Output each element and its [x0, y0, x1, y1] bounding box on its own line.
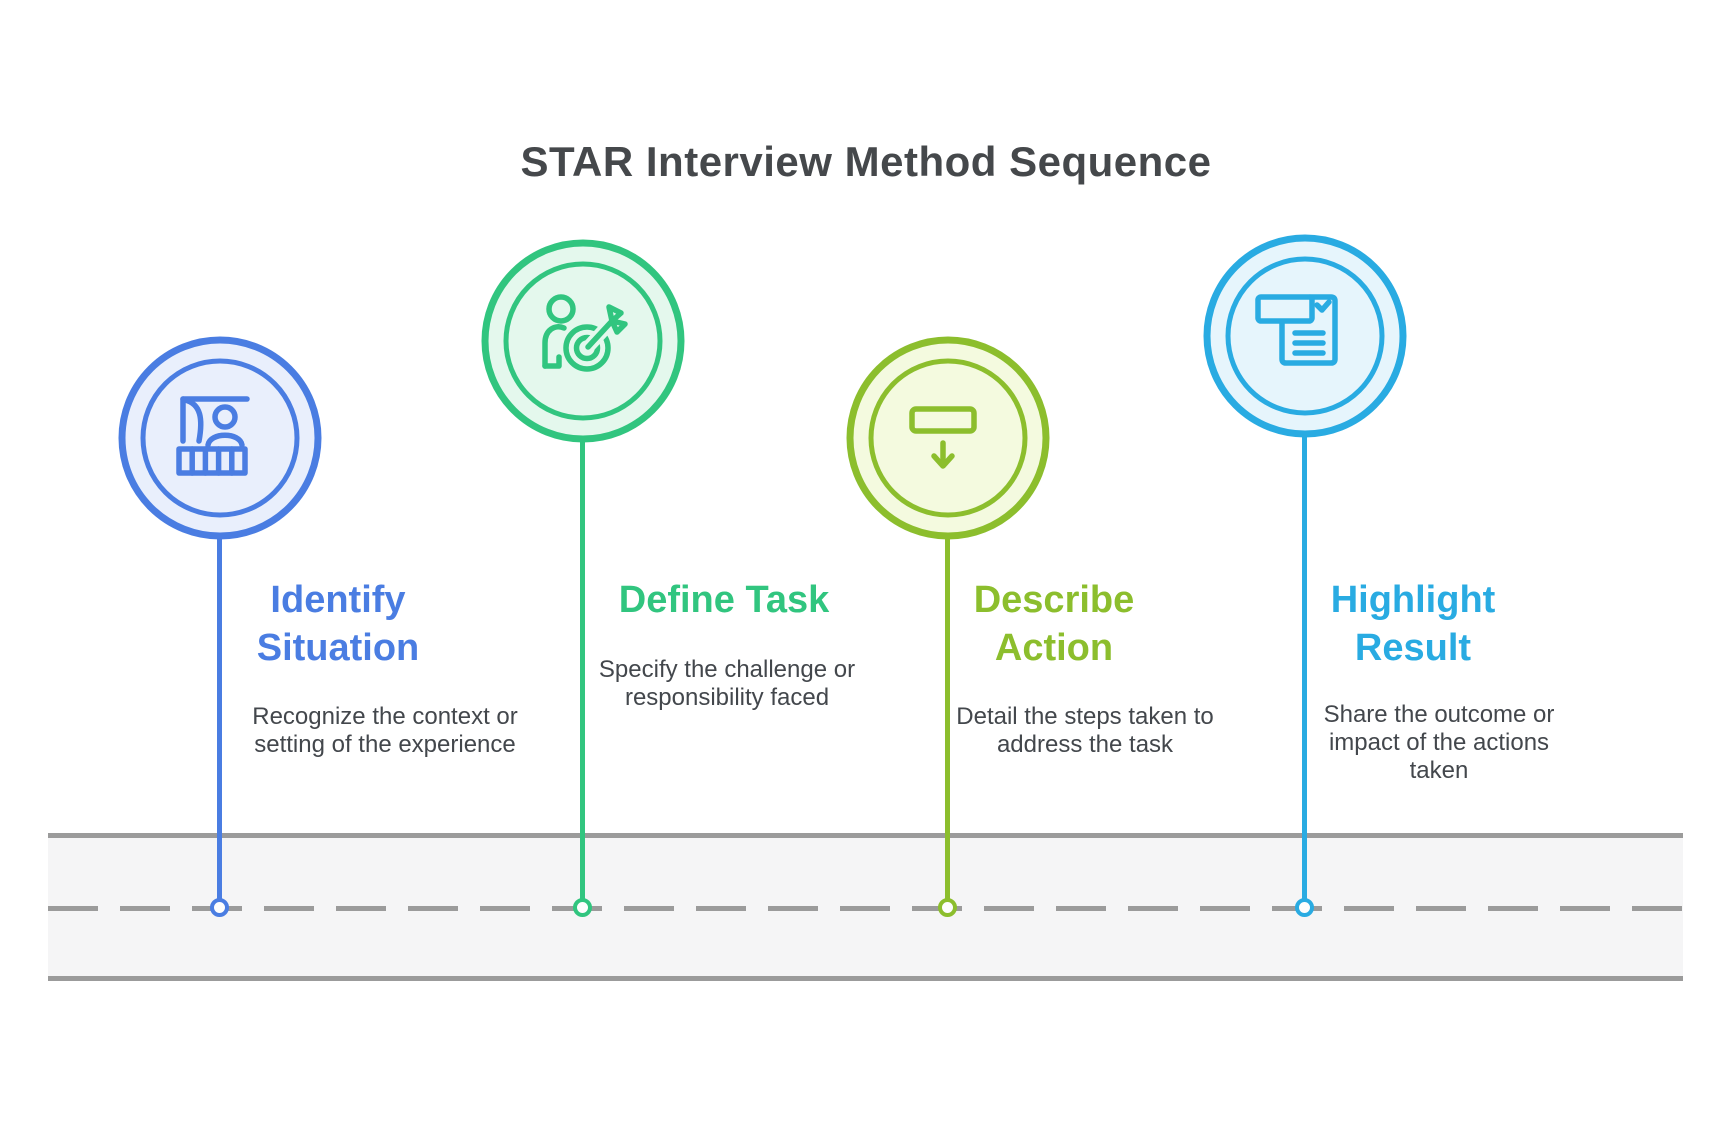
- road-node: [1295, 898, 1314, 917]
- step-title: Identify Situation: [256, 579, 420, 669]
- road-center-dashes: [48, 906, 1683, 911]
- timeline-road: [48, 833, 1683, 981]
- connector-line: [945, 534, 950, 911]
- connector-line: [580, 437, 585, 911]
- step-description: Recognize the context or setting of the …: [252, 703, 518, 758]
- person-target-icon: [481, 239, 685, 443]
- page-title: STAR Interview Method Sequence: [520, 138, 1212, 185]
- road-node: [938, 898, 957, 917]
- connector-line: [217, 534, 222, 911]
- stage-person-icon: [118, 336, 322, 540]
- step-title: Describe Action: [973, 579, 1135, 669]
- step-title: Define Task: [618, 579, 830, 621]
- step-description: Share the outcome or impact of the actio…: [1323, 701, 1555, 784]
- road-node: [210, 898, 229, 917]
- step-title: Highlight Result: [1330, 579, 1496, 669]
- step-description: Specify the challenge or responsibility …: [598, 656, 856, 711]
- connector-line: [1302, 432, 1307, 911]
- button-press-icon: [846, 336, 1050, 540]
- step-description: Detail the steps taken to address the ta…: [956, 703, 1214, 758]
- report-checklist-icon: [1203, 234, 1407, 438]
- road-node: [573, 898, 592, 917]
